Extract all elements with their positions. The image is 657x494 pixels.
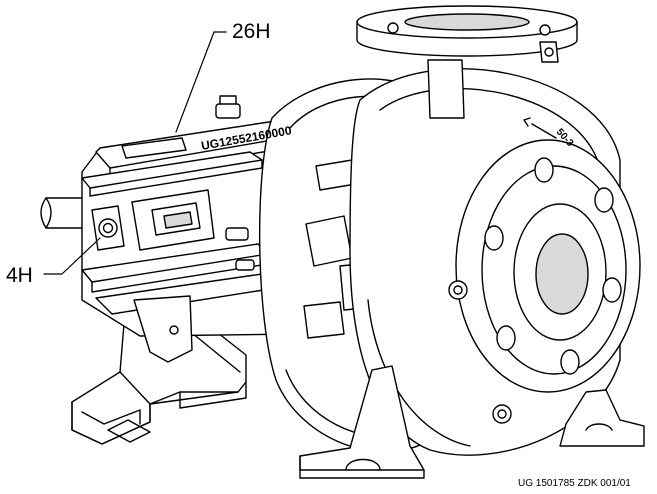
callout-label-4h: 4H — [6, 264, 33, 287]
shaft-end — [40, 197, 85, 229]
bearing-frame — [81, 95, 319, 363]
casing-bolts — [448, 280, 512, 424]
rotation-arrow — [523, 117, 557, 139]
suction-flange — [455, 139, 641, 393]
discharge-flange — [356, 5, 578, 119]
callout-label-26h: 26H — [232, 20, 271, 43]
rear-support-bracket — [71, 299, 247, 445]
casing-feet — [299, 365, 645, 479]
leader-line-4h — [43, 237, 101, 275]
leader-line-26h — [175, 31, 227, 133]
drawing-reference-number: UG 1501785 ZDK 001/01 — [518, 478, 631, 489]
